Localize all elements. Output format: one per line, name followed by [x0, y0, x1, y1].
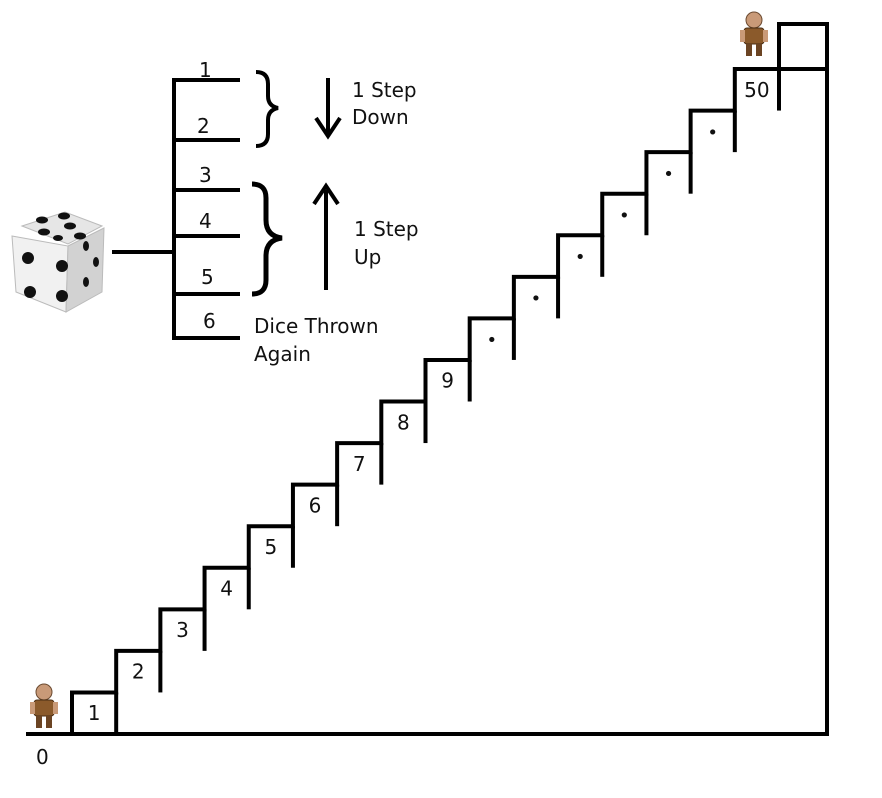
step-label: •: [619, 205, 630, 226]
staircase-outline: [26, 22, 829, 736]
step-label: •: [531, 289, 542, 310]
brace-up: [251, 181, 283, 297]
outcome-tree: [112, 78, 240, 340]
step-label: 7: [353, 452, 366, 476]
step-label: 3: [176, 618, 189, 642]
again-label-line1: Dice Thrown: [254, 314, 379, 338]
down-label-line2: Down: [352, 105, 409, 129]
step-label: •: [663, 164, 674, 185]
dice-icon: [11, 211, 105, 313]
outcome-6: 6: [203, 309, 216, 333]
outcome-1: 1: [199, 58, 212, 82]
arrow-up-icon: [312, 182, 340, 290]
step-label: 1: [88, 701, 101, 725]
step-label: •: [707, 122, 718, 143]
outcome-4: 4: [199, 209, 212, 233]
brace-down: [255, 70, 279, 148]
outcome-2: 2: [197, 114, 210, 138]
step-label: •: [486, 330, 497, 351]
staircase: [26, 22, 829, 736]
up-label-line2: Up: [354, 245, 381, 269]
arrow-down-icon: [314, 78, 342, 140]
again-label-line2: Again: [254, 342, 311, 366]
step-label: 6: [309, 493, 322, 517]
step-label: 5: [264, 535, 277, 559]
ground-label: 0: [36, 745, 49, 769]
step-label: 50: [744, 78, 769, 102]
step-label: •: [575, 247, 586, 268]
step-label: 8: [397, 410, 410, 434]
down-label-line1: 1 Step: [352, 78, 417, 102]
step-label: 2: [132, 660, 145, 684]
outcome-5: 5: [201, 265, 214, 289]
outcome-labels: 1 2 3 4 5 6: [197, 58, 216, 333]
goal-figure: [740, 11, 768, 56]
start-figure: [30, 683, 58, 728]
step-label: 9: [441, 369, 454, 393]
step-labels: 1 2 3 4 5 6 7 8 9 • • • • • • 50: [88, 78, 770, 725]
step-label: 4: [220, 577, 233, 601]
outcome-3: 3: [199, 163, 212, 187]
up-label-line1: 1 Step: [354, 217, 419, 241]
